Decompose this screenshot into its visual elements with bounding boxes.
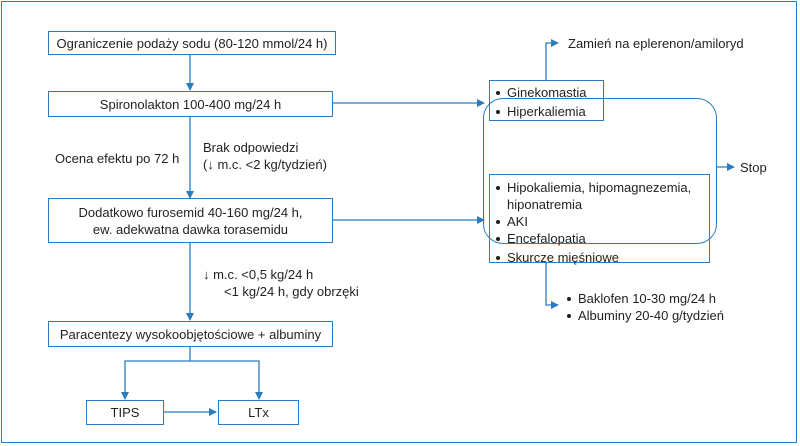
ltx-box: LTx: [218, 400, 299, 425]
ltx-text: LTx: [248, 405, 269, 420]
treatment-item-baclofen: Baklofen 10-30 mg/24 h: [565, 290, 765, 307]
adverse-item-hyperkalemia: Hiperkaliemia: [494, 103, 604, 120]
weight-loss-line2: <1 kg/24 h, gdy obrzęki: [224, 284, 359, 299]
sodium-restriction-text: Ograniczenie podaży sodu (80-120 mmol/24…: [56, 35, 328, 51]
stop-criteria-frame: [483, 98, 717, 244]
assessment-label: Ocena efektu po 72 h: [55, 151, 180, 166]
furosemide-box: Dodatkowo furosemid 40-160 mg/24 h, ew. …: [48, 198, 333, 243]
adverse-item-electrolytes: Hipokaliemia, hipomagnezemia, hiponatrem…: [494, 179, 708, 213]
paracentesis-text: Paracentezy wysokoobjętościowe + albumin…: [59, 326, 322, 342]
adverse-item-encephalopathy: Encefalopatia: [494, 230, 708, 247]
no-response-label: Brak odpowiedzi (↓ m.c. <2 kg/tydzień): [203, 139, 327, 173]
spironolactone-adverse-list: Ginekomastia Hiperkaliemia: [494, 84, 604, 120]
arrow-paracentesis-to-ltx: [190, 360, 263, 400]
weight-loss-label: ↓ m.c. <0,5 kg/24 h <1 kg/24 h, gdy obrz…: [203, 266, 359, 300]
adverse-item-aki: AKI: [494, 213, 708, 230]
furosemide-text-line2: ew. adekwatna dawka torasemidu: [92, 221, 289, 237]
no-response-line1: Brak odpowiedzi: [203, 140, 299, 155]
furosemide-text-line1: Dodatkowo furosemid 40-160 mg/24 h,: [78, 204, 303, 220]
furosemide-adverse-list: Hipokaliemia, hipomagnezemia, hiponatrem…: [494, 179, 708, 266]
treatment-item-albumin: Albuminy 20-40 g/tydzień: [565, 307, 765, 324]
spironolactone-box: Spironolakton 100-400 mg/24 h: [48, 91, 333, 117]
stop-label: Stop: [740, 160, 767, 175]
switch-drug-label: Zamień na eplerenon/amiloryd: [568, 36, 744, 51]
arrow-gynecomastia-to-switch: [545, 39, 559, 80]
sodium-restriction-box: Ograniczenie podaży sodu (80-120 mmol/24…: [48, 31, 336, 55]
arrow-paracentesis-to-tips: [121, 347, 191, 400]
tips-text: TIPS: [110, 405, 140, 420]
paracentesis-box: Paracentezy wysokoobjętościowe + albumin…: [48, 321, 333, 347]
weight-loss-line1: ↓ m.c. <0,5 kg/24 h: [203, 267, 314, 282]
spironolactone-adverse-box: [489, 80, 604, 121]
spironolactone-text: Spironolakton 100-400 mg/24 h: [99, 96, 282, 112]
adverse-item-gynecomastia: Ginekomastia: [494, 84, 604, 101]
no-response-line2: (↓ m.c. <2 kg/tydzień): [203, 157, 327, 172]
arrow-cramps-to-treatment: [545, 263, 559, 309]
tips-box: TIPS: [86, 400, 164, 425]
furosemide-adverse-box: [489, 174, 710, 263]
adverse-item-muscle-cramps: Skurcze mięśniowe: [494, 249, 708, 266]
cramps-treatment-list: Baklofen 10-30 mg/24 h Albuminy 20-40 g/…: [565, 290, 765, 324]
